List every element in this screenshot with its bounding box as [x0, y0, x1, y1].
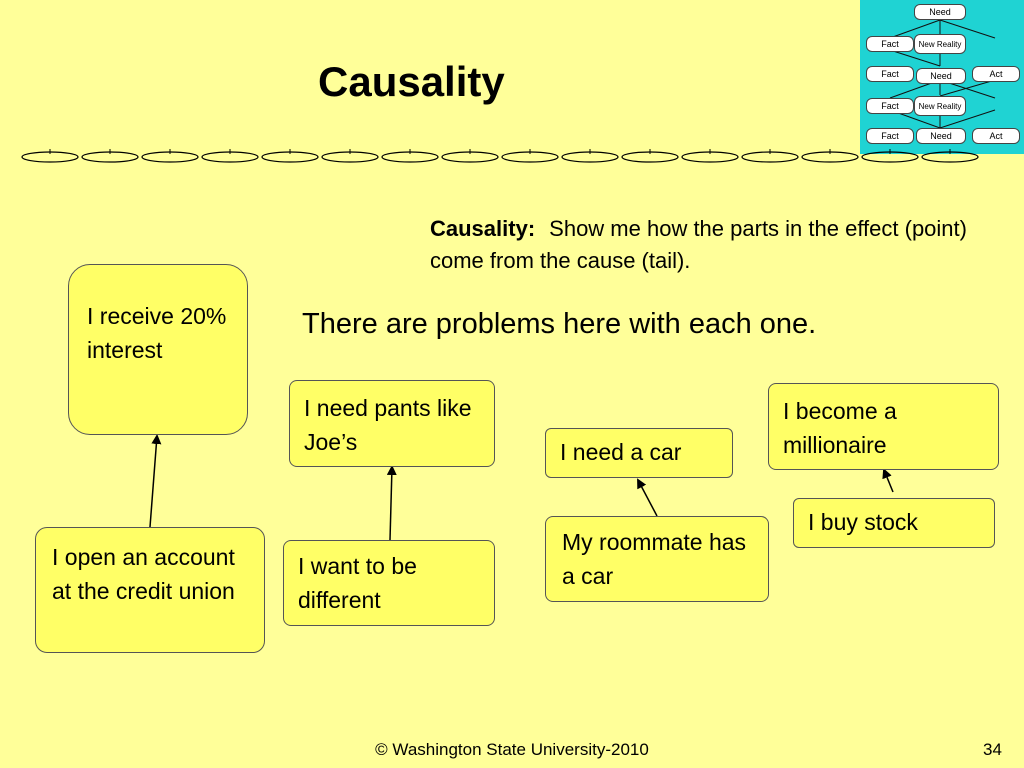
thumbnail-node: Act [972, 128, 1020, 144]
thumbnail-node: New Reality [914, 34, 966, 54]
cause-box-stock: I buy stock [793, 498, 995, 548]
causality-definition: Causality:Show me how the parts in the e… [430, 213, 990, 277]
effect-box-interest: I receive 20% interest [68, 264, 248, 435]
thumbnail-node: Fact [866, 128, 914, 144]
problems-statement: There are problems here with each one. [302, 308, 817, 340]
thumbnail-node: Need [914, 4, 966, 20]
cause-box-roommate: My roommate has a car [545, 516, 769, 602]
thumbnail-diagram: Need Fact New Reality Fact Need Act Fact… [860, 0, 1024, 154]
footer-copyright: © Washington State University-2010 [375, 740, 649, 759]
effect-box-car: I need a car [545, 428, 733, 478]
thumbnail-node: Fact [866, 66, 914, 82]
arrow-1 [149, 434, 162, 528]
decorative-divider [21, 149, 979, 163]
thumbnail-node: Fact [866, 98, 914, 114]
slide-title: Causality [318, 58, 505, 105]
definition-text: Show me how the parts in the effect (poi… [430, 216, 967, 273]
thumbnail-node: Need [916, 68, 966, 84]
arrow-2 [386, 465, 397, 541]
cause-box-different: I want to be different [283, 540, 495, 626]
effect-box-pants: I need pants like Joe’s [289, 380, 495, 467]
definition-term: Causality: [430, 216, 536, 241]
arrow-4 [882, 468, 894, 493]
arrow-3 [637, 478, 658, 517]
page-number: 34 [983, 740, 1002, 759]
thumbnail-node: Act [972, 66, 1020, 82]
thumbnail-node: Fact [866, 36, 914, 52]
effect-box-millionaire: I become a millionaire [768, 383, 999, 470]
thumbnail-node: New Reality [914, 96, 966, 116]
thumbnail-node: Need [916, 128, 966, 144]
cause-box-credit-union: I open an account at the credit union [35, 527, 265, 653]
